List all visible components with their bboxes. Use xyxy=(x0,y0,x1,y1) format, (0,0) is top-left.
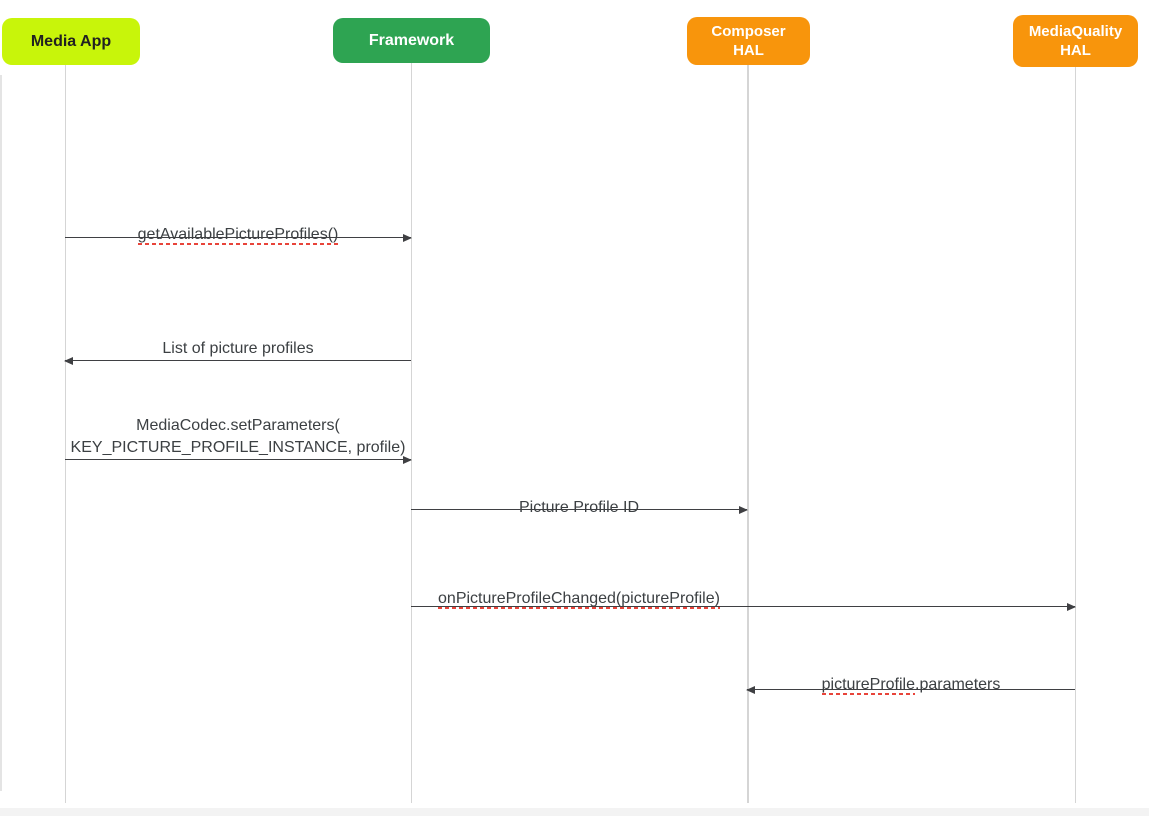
arrowhead-right-icon xyxy=(403,234,412,242)
message-label-picture-profile-id: Picture Profile ID xyxy=(411,475,747,519)
actor-label-framework: Framework xyxy=(368,31,455,49)
arrow-shaft xyxy=(65,459,411,461)
message-text: Picture Profile ID xyxy=(518,499,640,516)
lifeline-composer-hal xyxy=(747,60,749,803)
message-arrow-media-app-to-framework xyxy=(65,234,412,242)
lifeline-framework xyxy=(410,60,412,803)
message-text: getAvailablePictureProfiles() xyxy=(137,226,339,245)
message-label-mediacodec-setparameters: MediaCodec.setParameters( KEY_PICTURE_PR… xyxy=(22,393,454,459)
page-left-edge xyxy=(0,75,2,791)
actor-box-composer-hal: Composer HAL xyxy=(687,17,810,65)
actor-label-mediaquality-hal: MediaQuality HAL xyxy=(1028,23,1123,59)
message-text-normal-part: .parameters xyxy=(915,676,1001,693)
actor-label-composer-hal: Composer HAL xyxy=(711,23,786,59)
arrow-shaft xyxy=(411,606,1075,608)
message-arrow-framework-to-composer-hal xyxy=(411,506,748,514)
message-arrow-mediaquality-hal-to-composer-hal xyxy=(746,686,1075,694)
arrow-shaft xyxy=(65,360,411,362)
actor-label-media-app: Media App xyxy=(30,32,112,50)
message-text-misspelled-part: pictureProfile xyxy=(821,676,915,695)
actor-box-framework: Framework xyxy=(333,18,490,63)
arrow-shaft xyxy=(747,689,1075,691)
message-text: onPictureProfileChanged(pictureProfile) xyxy=(438,590,720,609)
arrowhead-right-icon xyxy=(403,456,412,464)
message-label-list-of-picture-profiles: List of picture profiles xyxy=(65,316,411,360)
arrowhead-right-icon xyxy=(1067,603,1076,611)
arrowhead-left-icon xyxy=(64,357,73,365)
lifeline-media-app xyxy=(64,60,66,803)
arrowhead-right-icon xyxy=(739,506,748,514)
actor-box-media-app: Media App xyxy=(2,18,140,65)
arrow-shaft xyxy=(411,509,747,511)
arrowhead-left-icon xyxy=(746,686,755,694)
message-arrow-framework-to-media-app xyxy=(64,357,411,365)
message-arrow-framework-to-mediaquality-hal xyxy=(411,603,1076,611)
message-label-getAvailablePictureProfiles: getAvailablePictureProfiles() xyxy=(65,202,411,246)
message-arrow-media-app-to-framework-2 xyxy=(65,456,412,464)
actor-box-mediaquality-hal: MediaQuality HAL xyxy=(1013,15,1138,67)
lifeline-mediaquality-hal xyxy=(1074,60,1076,803)
page-bottom-edge xyxy=(0,808,1149,816)
message-text: MediaCodec.setParameters( KEY_PICTURE_PR… xyxy=(70,417,406,456)
message-text: List of picture profiles xyxy=(162,340,314,357)
arrow-shaft xyxy=(65,237,411,239)
message-label-onpictureprofilechanged: onPictureProfileChanged(pictureProfile) xyxy=(411,566,747,610)
